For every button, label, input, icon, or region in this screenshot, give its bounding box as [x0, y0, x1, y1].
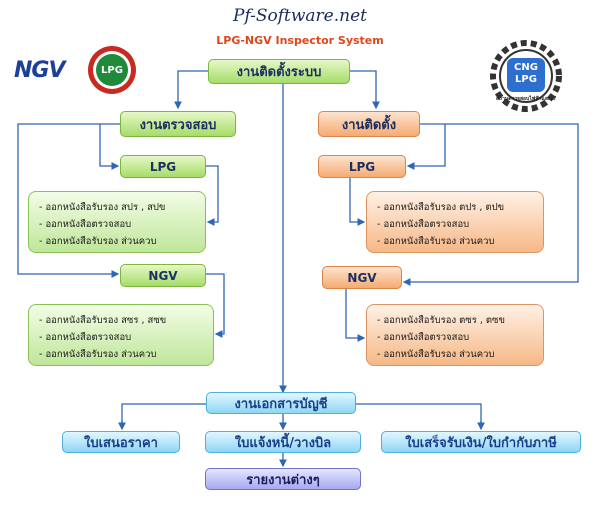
list-item: - ออกหนังสือรับรอง สปร , สปข [39, 202, 166, 213]
system-subtitle: LPG-NGV Inspector System [216, 34, 384, 47]
installation-ngv-node[interactable]: NGV [322, 266, 402, 289]
installation-label: งานติดตั้ง [341, 117, 397, 133]
doc-quotation-label: ใบเสนอราคา [84, 435, 158, 451]
gear-icon [490, 40, 562, 112]
installation-lpg-list: - ออกหนังสือรับรอง ตปร , ตปข - ออกหนังสื… [366, 191, 544, 253]
accounting-node[interactable]: งานเอกสารบัญชี [206, 392, 356, 414]
ngv-logo: NGV [14, 58, 80, 83]
inspection-lpg-node[interactable]: LPG [120, 155, 206, 178]
ngv-logo-text: NGV [14, 58, 65, 83]
doc-invoice[interactable]: ใบแจ้งหนี้/วางบิล [205, 431, 361, 453]
inspection-label: งานตรวจสอบ [139, 117, 217, 133]
list-item: - ออกหนังสือตรวจสอบ [377, 219, 470, 230]
accounting-label: งานเอกสารบัญชี [234, 396, 328, 412]
inspection-seal-logo: CNG LPG สถานตรวจสอบไฟฟ้าและแก๊ส [490, 40, 562, 112]
installation-ngv-label: NGV [347, 270, 377, 285]
inspection-node[interactable]: งานตรวจสอบ [120, 111, 236, 137]
doc-invoice-label: ใบแจ้งหนี้/วางบิล [234, 435, 332, 451]
inspection-lpg-label: LPG [149, 159, 177, 174]
lpg-logo: LPG [88, 46, 136, 94]
root-label: งานติดตั้งระบบ [236, 65, 322, 80]
doc-receipt[interactable]: ใบเสร็จรับเงิน/ใบกำกับภาษี [381, 431, 581, 453]
lpg-logo-text: LPG [96, 54, 128, 86]
list-item: - ออกหนังสือรับรอง สซร , สซข [39, 315, 167, 326]
doc-receipt-label: ใบเสร็จรับเงิน/ใบกำกับภาษี [405, 435, 557, 451]
list-item: - ออกหนังสือรับรอง ตซร , ตซข [377, 315, 505, 326]
list-item: - ออกหนังสือรับรอง ส่วนควบ [377, 349, 495, 360]
installation-lpg-node[interactable]: LPG [318, 155, 406, 178]
reports-label: รายงานต่างๆ [246, 472, 320, 488]
seal-caption: สถานตรวจสอบไฟฟ้าและแก๊ส [496, 96, 556, 102]
seal-bottom-text: LPG [515, 74, 537, 85]
installation-ngv-list: - ออกหนังสือรับรอง ตซร , ตซข - ออกหนังสื… [366, 304, 544, 366]
list-item: - ออกหนังสือรับรอง ส่วนควบ [39, 349, 157, 360]
list-item: - ออกหนังสือตรวจสอบ [377, 332, 470, 343]
root-node[interactable]: งานติดตั้งระบบ [208, 59, 350, 84]
installation-lpg-label: LPG [348, 159, 376, 174]
inspection-ngv-node[interactable]: NGV [120, 264, 206, 287]
list-item: - ออกหนังสือรับรอง ตปร , ตปข [377, 202, 505, 213]
inspection-ngv-label: NGV [148, 268, 178, 283]
inspection-lpg-list: - ออกหนังสือรับรอง สปร , สปข - ออกหนังสื… [28, 191, 206, 253]
reports-node[interactable]: รายงานต่างๆ [205, 468, 361, 490]
list-item: - ออกหนังสือรับรอง ส่วนควบ [377, 236, 495, 247]
list-item: - ออกหนังสือรับรอง ส่วนควบ [39, 236, 157, 247]
list-item: - ออกหนังสือตรวจสอบ [39, 332, 132, 343]
doc-quotation[interactable]: ใบเสนอราคา [62, 431, 180, 453]
inspection-ngv-list: - ออกหนังสือรับรอง สซร , สซข - ออกหนังสื… [28, 304, 214, 366]
seal-top-text: CNG [514, 62, 538, 73]
list-item: - ออกหนังสือตรวจสอบ [39, 219, 132, 230]
site-title: Pf-Software.net [233, 6, 367, 26]
installation-node[interactable]: งานติดตั้ง [318, 111, 420, 137]
